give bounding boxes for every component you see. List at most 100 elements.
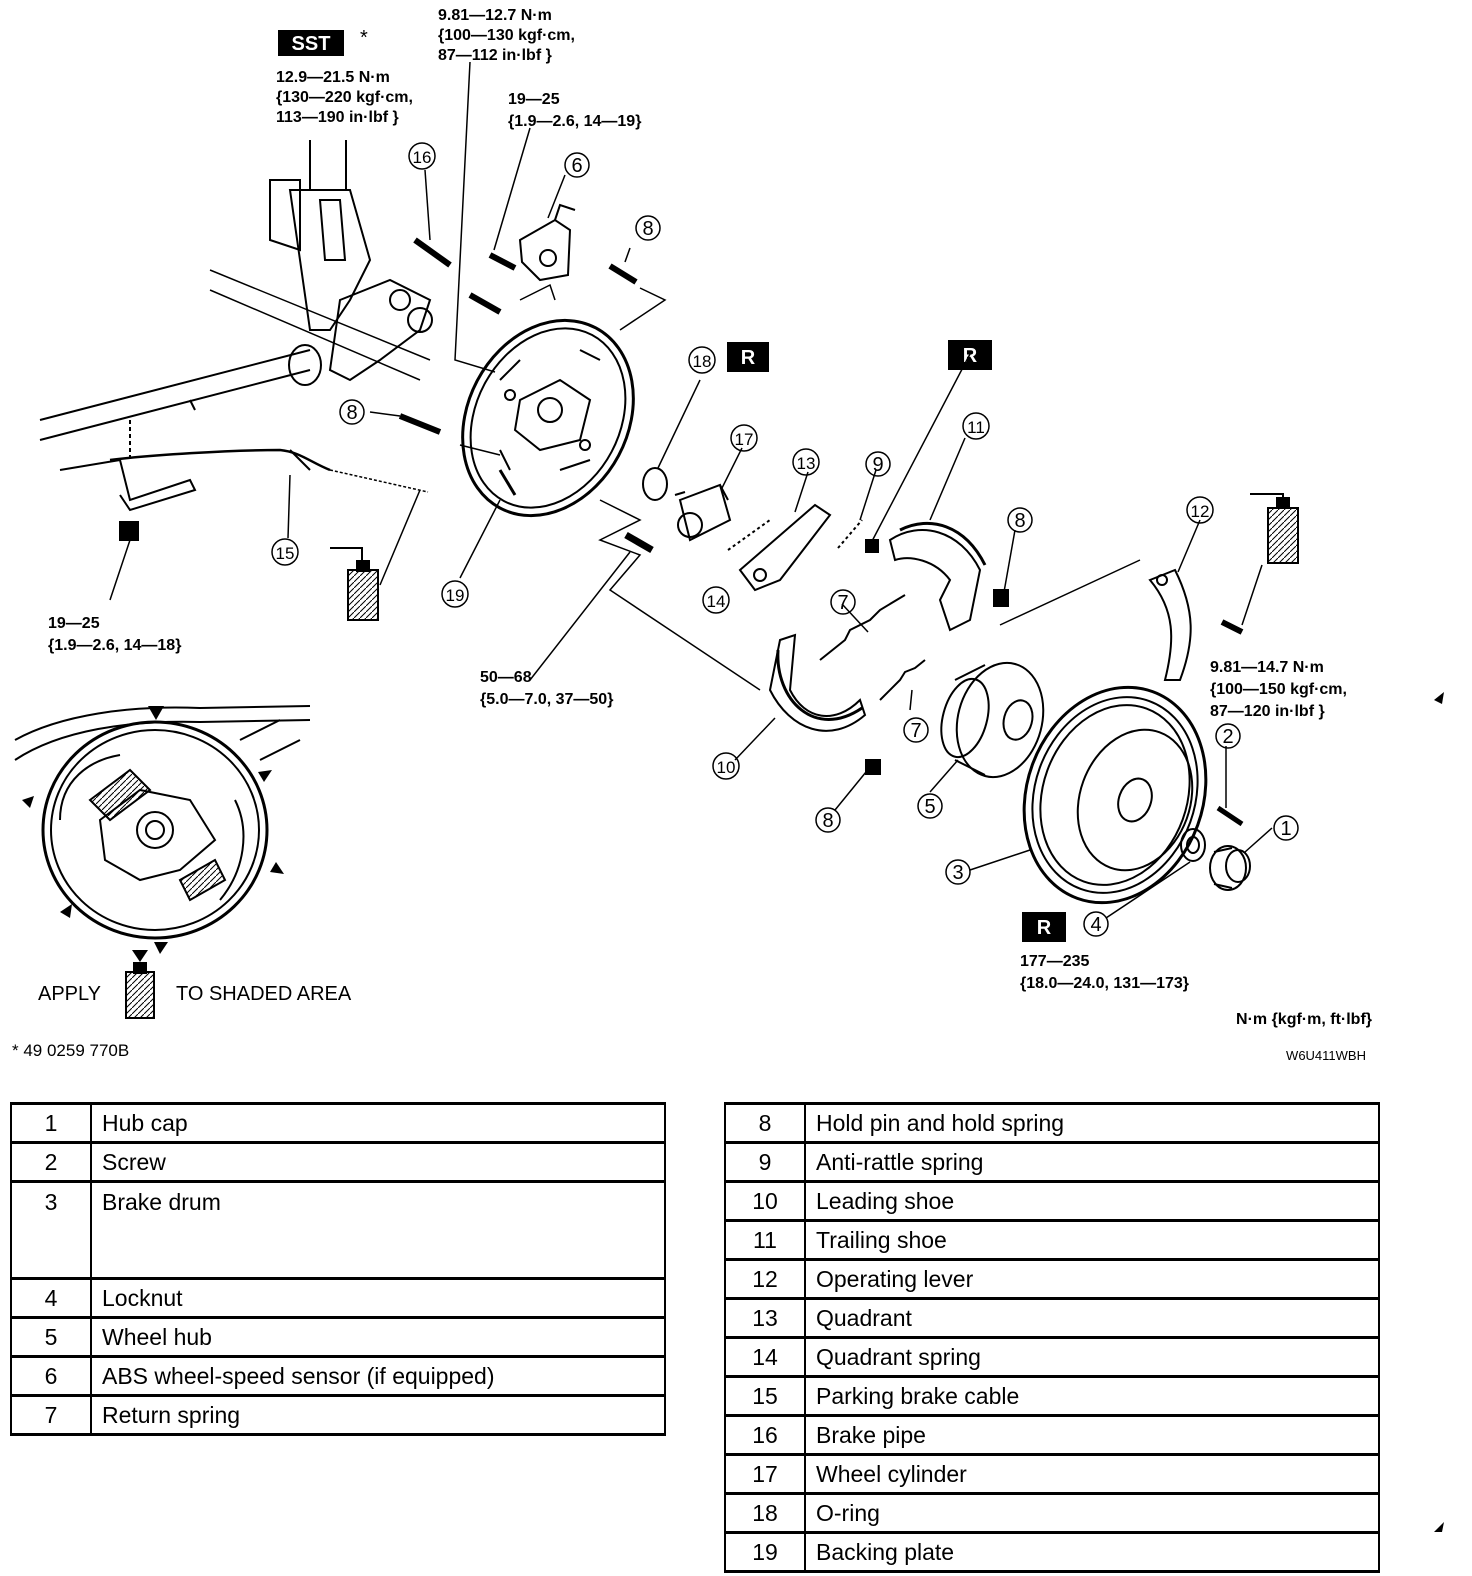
torque-line: 9.81—14.7 N·m	[1210, 659, 1324, 676]
leader-lines	[109, 61, 1273, 919]
part-number: 16	[724, 1415, 806, 1456]
part-name: Hold pin and hold spring	[805, 1102, 1380, 1144]
torque-left: 19—25 {1.9—2.6, 14—18}	[48, 615, 181, 654]
svg-text:14: 14	[707, 592, 726, 611]
part-name: Wheel hub	[91, 1317, 666, 1358]
svg-text:7: 7	[837, 592, 848, 614]
sst-badge: SST	[278, 30, 344, 56]
torque-line: {1.9—2.6, 14—18}	[48, 637, 181, 654]
svg-text:4: 4	[1090, 914, 1101, 936]
svg-text:8: 8	[346, 402, 357, 424]
svg-text:12: 12	[1191, 502, 1210, 521]
part-name: Parking brake cable	[805, 1376, 1380, 1417]
torque-line: {100—130 kgf·cm,	[438, 27, 575, 44]
svg-text:17: 17	[735, 430, 754, 449]
part-name: Quadrant spring	[805, 1337, 1380, 1378]
torque-right: 9.81—14.7 N·m {100—150 kgf·cm, 87—120 in…	[1210, 659, 1347, 720]
torque-mid: 50—68 {5.0—7.0, 37—50}	[480, 669, 613, 708]
part-number: 5	[10, 1317, 92, 1358]
torque-line: {1.9—2.6, 14—19}	[508, 113, 641, 130]
part-name: Return spring	[91, 1395, 666, 1436]
axle-bracket	[39, 140, 433, 541]
part-number: 8	[724, 1102, 806, 1144]
part-number: 13	[724, 1298, 806, 1339]
svg-text:5: 5	[924, 796, 935, 818]
svg-text:7: 7	[910, 720, 921, 742]
torque-line: 12.9—21.5 N·m	[276, 69, 390, 86]
svg-text:10: 10	[717, 758, 736, 777]
part-number: 7	[10, 1395, 92, 1436]
svg-text:16: 16	[413, 148, 432, 167]
part-number: 14	[724, 1337, 806, 1378]
wheel-hub	[940, 661, 1045, 779]
part-name: Hub cap	[91, 1102, 666, 1144]
part-number: 9	[724, 1142, 806, 1183]
grease-tube-icon	[1250, 493, 1299, 564]
part-name: Locknut	[91, 1278, 666, 1319]
part-name: Wheel cylinder	[805, 1454, 1380, 1495]
r-badge-text: R	[1037, 917, 1052, 939]
part-name: Anti-rattle spring	[805, 1142, 1380, 1183]
torque-line: 113—190 in·lbf }	[276, 109, 399, 126]
sst-part-number: * 49 0259 770B	[12, 1041, 129, 1060]
svg-text:19: 19	[446, 586, 465, 605]
torque-nut: 177—235 {18.0—24.0, 131—173}	[1020, 953, 1189, 992]
torque-line: {100—150 kgf·cm,	[1210, 681, 1347, 698]
part-name: Trailing shoe	[805, 1220, 1380, 1261]
svg-text:8: 8	[1014, 510, 1025, 532]
sst-badge-text: SST	[292, 33, 331, 55]
abs-sensor	[518, 203, 576, 301]
torque-line: 19—25	[48, 615, 100, 632]
inset-assembly	[14, 705, 311, 940]
svg-text:9: 9	[872, 454, 883, 476]
svg-text:13: 13	[797, 454, 816, 473]
locknut	[1180, 828, 1206, 862]
svg-text:15: 15	[276, 544, 295, 563]
apply-text: APPLY	[38, 983, 101, 1005]
svg-text:6: 6	[571, 155, 582, 177]
part-name: Quadrant	[805, 1298, 1380, 1339]
fastener	[398, 237, 1244, 827]
grease-tube-icon	[125, 962, 155, 1019]
part-number: 15	[724, 1376, 806, 1417]
leading-shoe	[768, 633, 867, 732]
units-note: N·m {kgf·m, ft·lbf}	[1236, 1011, 1372, 1028]
part-number: 2	[10, 1142, 92, 1183]
trailing-shoe	[888, 521, 987, 632]
grease-arrow-icon	[22, 706, 284, 962]
corner-mark	[1434, 1522, 1444, 1532]
part-name: Leading shoe	[805, 1181, 1380, 1222]
hub-cap	[1209, 845, 1251, 891]
r-badge: R	[1022, 912, 1066, 942]
sst-asterisk: *	[360, 27, 368, 49]
part-number: 3	[10, 1181, 92, 1280]
return-spring	[819, 594, 926, 701]
svg-text:1: 1	[1280, 818, 1291, 840]
quadrant	[727, 503, 863, 592]
brake-drum	[1022, 685, 1208, 905]
r-badge-text: R	[741, 347, 756, 369]
part-name: Brake pipe	[805, 1415, 1380, 1456]
part-number: 17	[724, 1454, 806, 1495]
torque-sst: 12.9—21.5 N·m {130—220 kgf·cm, 113—190 i…	[276, 69, 413, 126]
torque-top-b: 19—25 {1.9—2.6, 14—19}	[508, 91, 641, 130]
callout: 1 2 3 4 5 6 7 7 8 8 8 8 9 10 11 12 13 14	[271, 142, 1299, 937]
torque-line: 177—235	[1020, 953, 1089, 970]
part-name: Backing plate	[805, 1532, 1380, 1573]
torque-line: 19—25	[508, 91, 560, 108]
backing-plate	[461, 318, 635, 518]
